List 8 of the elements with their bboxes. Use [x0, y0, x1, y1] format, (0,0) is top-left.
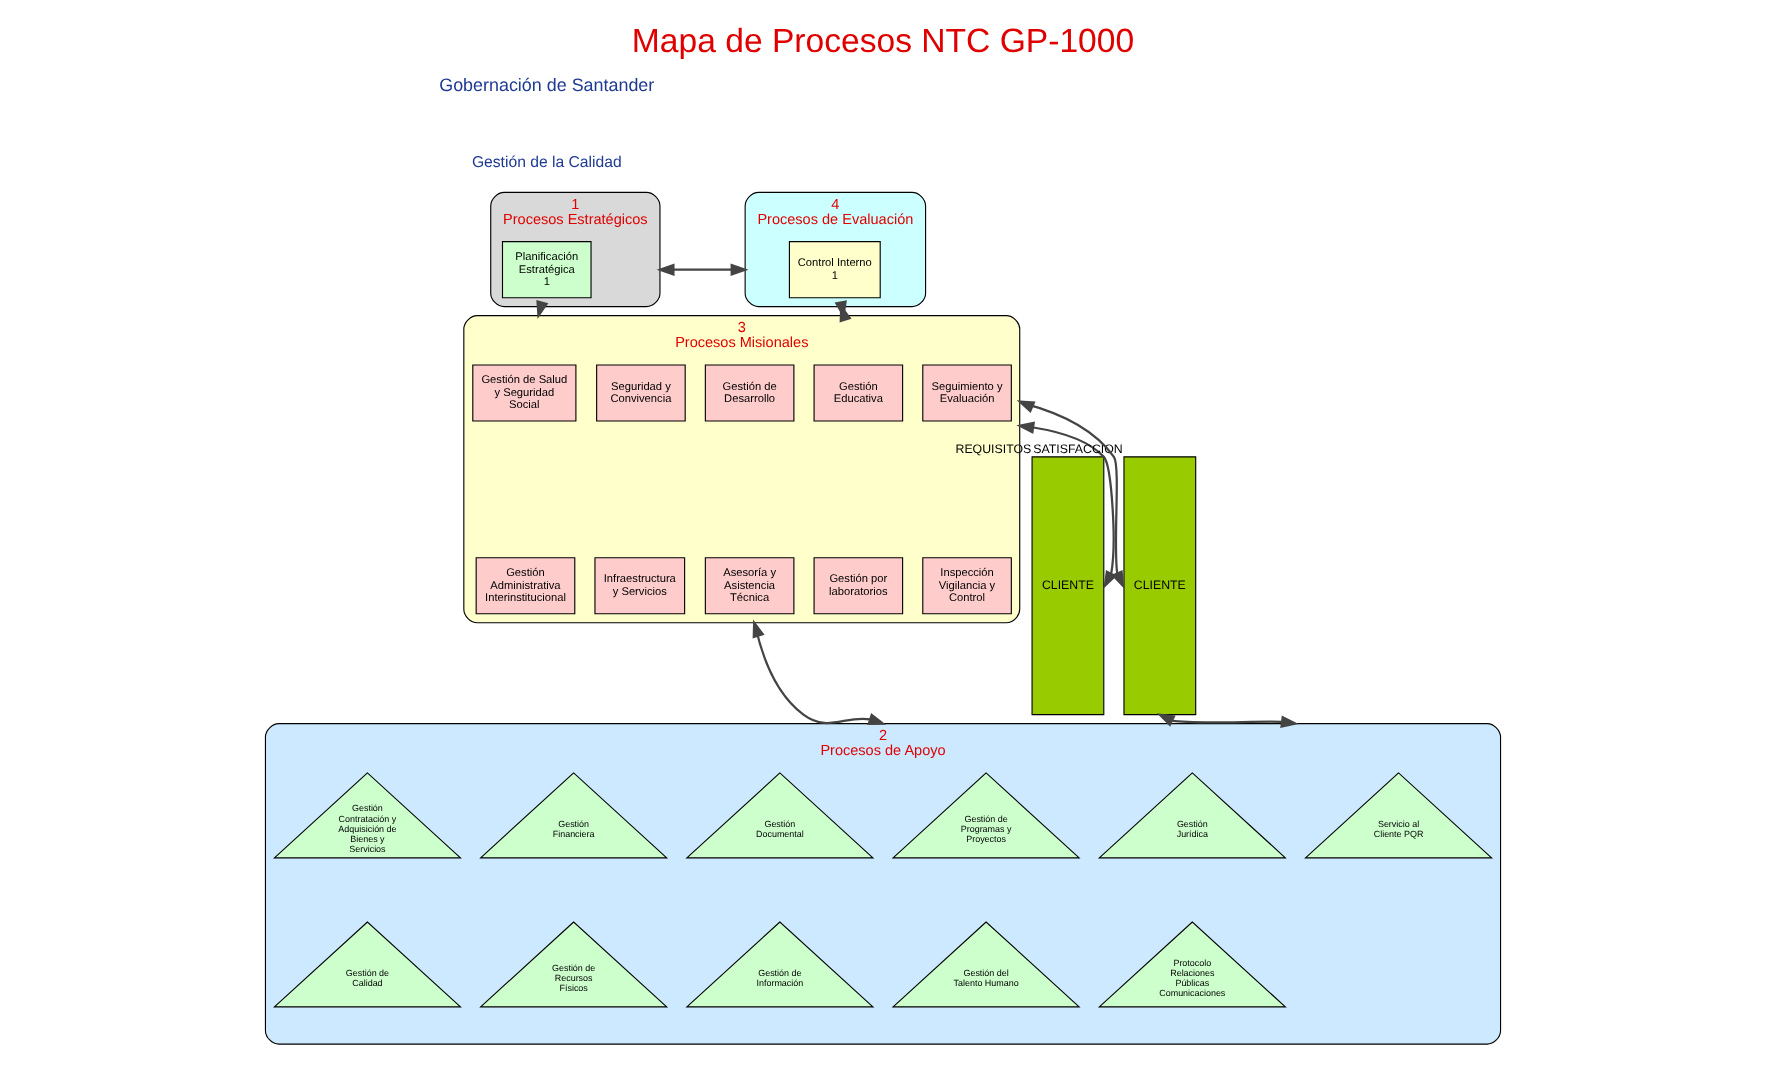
arrow: [1016, 421, 1118, 589]
arrow: [1016, 400, 1125, 589]
arrow: [1156, 713, 1299, 728]
arrow: [752, 619, 887, 725]
label: Gobernación de Santander: [439, 75, 655, 96]
diagram-title: Mapa de Procesos NTC GP-1000: [631, 22, 1135, 61]
arrow: [834, 300, 852, 323]
arrow: [656, 263, 749, 276]
